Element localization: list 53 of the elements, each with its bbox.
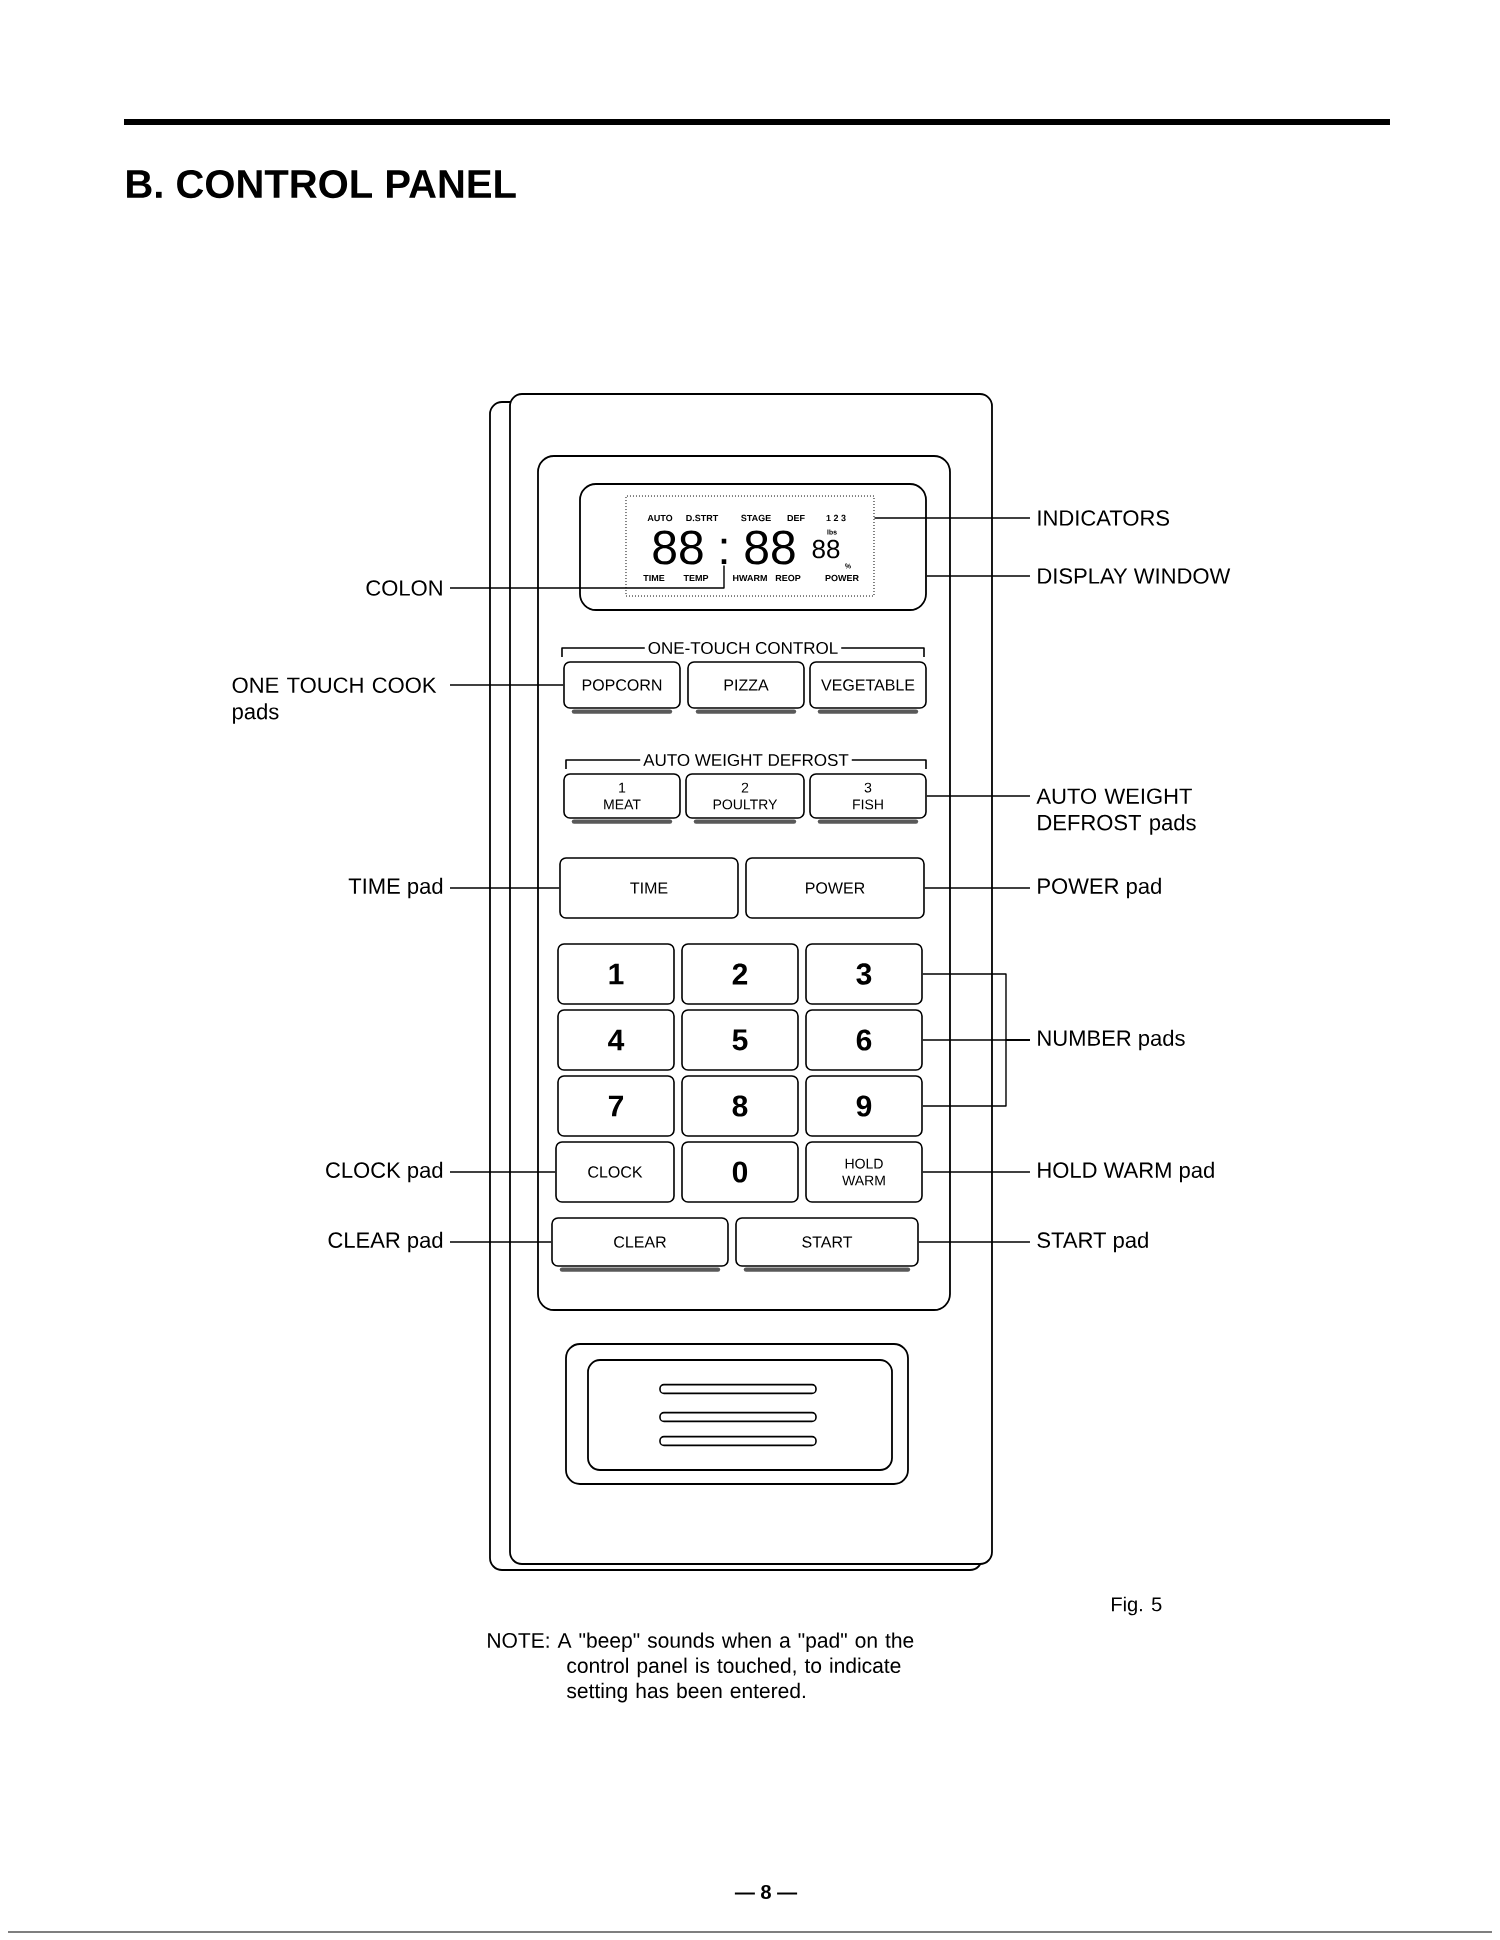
digit-readout: 88 bbox=[653, 530, 703, 565]
touch-pad: POPCORN bbox=[563, 661, 681, 714]
touch-pad: POWER bbox=[745, 857, 925, 919]
leader-line bbox=[924, 887, 1031, 889]
number-pad: 9 bbox=[805, 1075, 923, 1137]
digit-readout: 88 bbox=[745, 530, 795, 565]
number-pad: 6 bbox=[805, 1009, 923, 1071]
number-pad: 8 bbox=[681, 1075, 799, 1137]
leader-line bbox=[449, 1171, 556, 1173]
digit-readout: 88 bbox=[812, 539, 840, 559]
callout-label: HOLD WARM pad bbox=[1038, 1161, 1214, 1183]
page-number: — 8 — bbox=[734, 1884, 798, 1900]
touch-pad: START bbox=[735, 1217, 919, 1272]
group-heading: ONE-TOUCH CONTROL bbox=[644, 639, 842, 658]
callout-label: COLON bbox=[366, 580, 442, 596]
section-title: B. CONTROL PANEL bbox=[127, 169, 516, 199]
leader-line bbox=[922, 1039, 1031, 1107]
callout-label: DISPLAY WINDOW bbox=[1038, 568, 1231, 584]
callout-label: ONE TOUCH COOK pads bbox=[232, 677, 437, 724]
callout-label: POWER pad bbox=[1038, 877, 1161, 899]
callout-label: AUTO WEIGHT DEFROST pads bbox=[1036, 788, 1196, 835]
number-pad: 2 bbox=[681, 943, 799, 1005]
callout-label: CLEAR pad bbox=[328, 1231, 443, 1253]
leader-line bbox=[918, 1241, 1031, 1243]
callout-label: CLOCK pad bbox=[326, 1161, 443, 1183]
number-pad: 1 bbox=[557, 943, 675, 1005]
callout-label: TIME pad bbox=[348, 877, 443, 899]
leader-line bbox=[449, 564, 725, 589]
colon: : bbox=[721, 538, 727, 564]
touch-pad: CLEAR bbox=[551, 1217, 729, 1272]
number-pad: 0 bbox=[681, 1141, 799, 1203]
leader-line bbox=[926, 575, 1031, 577]
touch-pad: PIZZA bbox=[687, 661, 805, 714]
leader-line bbox=[922, 1171, 1031, 1173]
note-text: NOTE: A "beep" sounds when a "pad" on the control panel is touched, to indicate setting has been entered. bbox=[488, 1632, 914, 1703]
leader-line bbox=[449, 887, 560, 889]
callout-label: INDICATORS bbox=[1038, 510, 1169, 526]
number-pad: 7 bbox=[557, 1075, 675, 1137]
callout-label: NUMBER pads bbox=[1038, 1029, 1185, 1051]
callout-label: START pad bbox=[1037, 1231, 1148, 1253]
display-window bbox=[579, 483, 927, 611]
leader-line bbox=[873, 517, 1031, 519]
touch-pad: TIME bbox=[559, 857, 739, 919]
number-pad: 3 bbox=[805, 943, 923, 1005]
leader-line bbox=[926, 795, 1031, 797]
leader-line bbox=[449, 1241, 552, 1243]
number-pad: 4 bbox=[557, 1009, 675, 1071]
figure-caption: Fig. 5 bbox=[1112, 1596, 1162, 1616]
touch-pad: CLOCK bbox=[555, 1141, 675, 1203]
group-heading: AUTO WEIGHT DEFROST bbox=[640, 751, 852, 770]
number-pad: 5 bbox=[681, 1009, 799, 1071]
touch-pad: VEGETABLE bbox=[809, 661, 927, 714]
leader-line bbox=[449, 684, 564, 686]
